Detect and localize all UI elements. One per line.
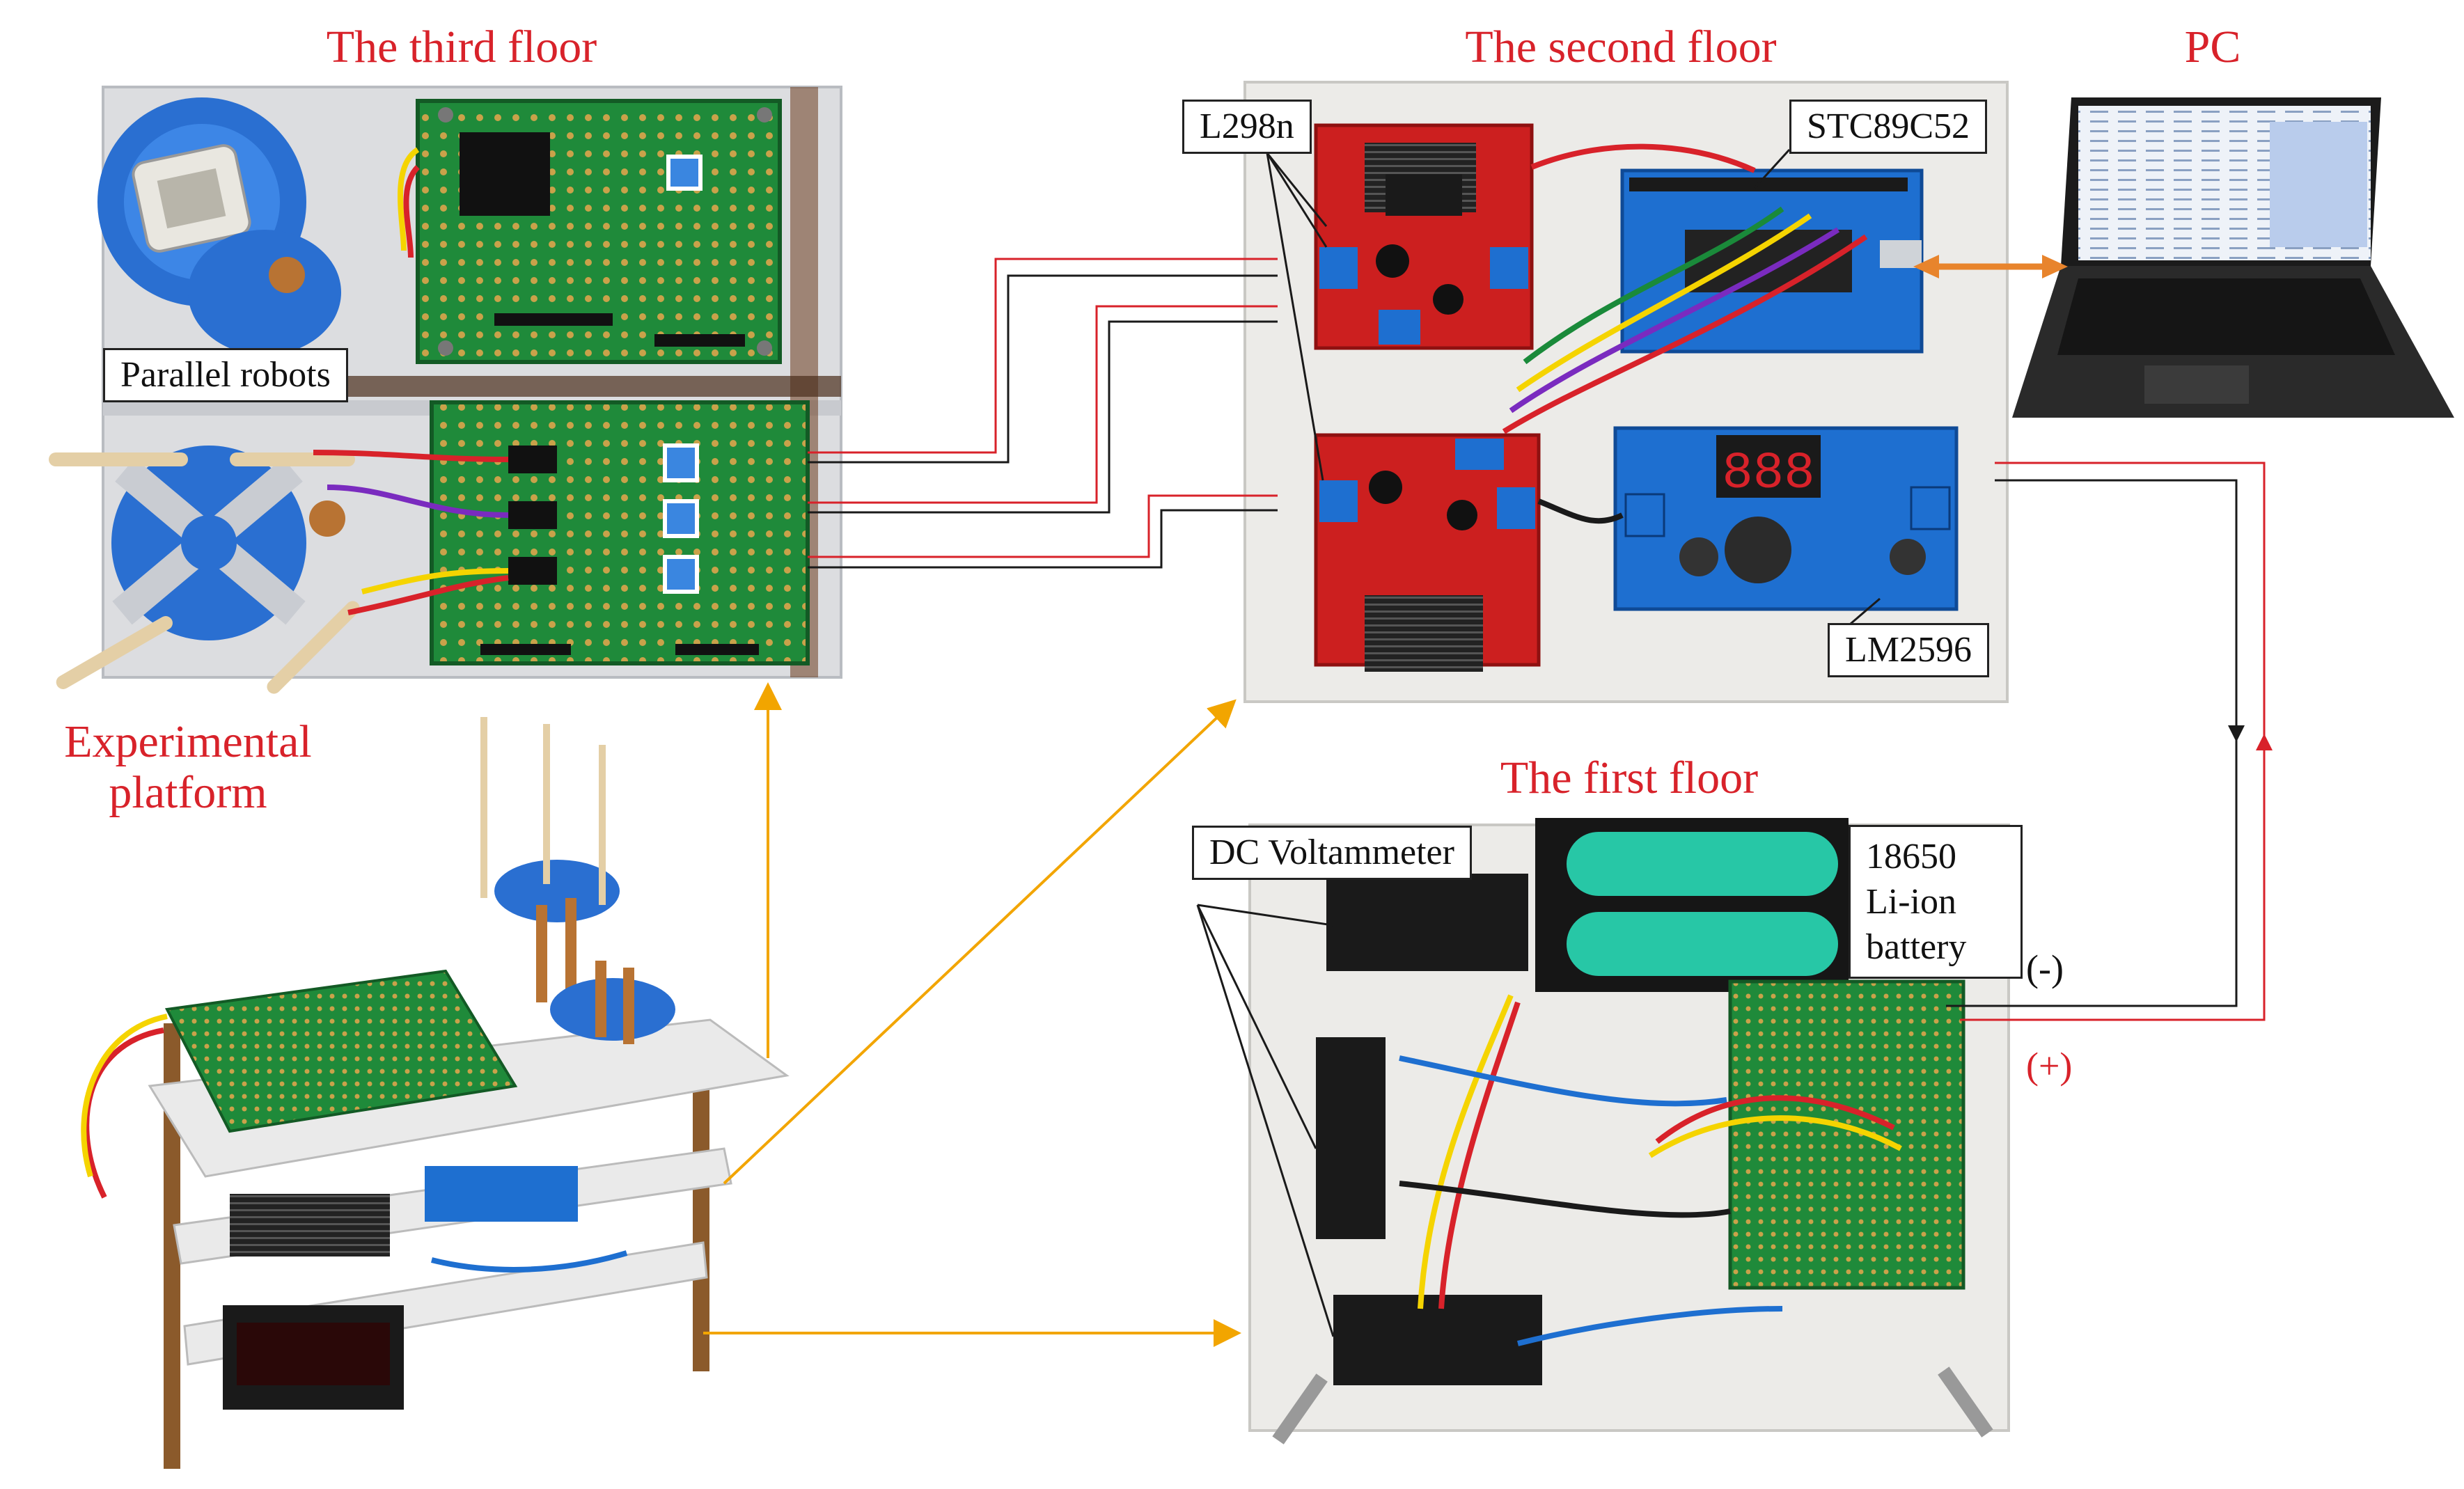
lm2596-board: 888 <box>1613 426 1959 611</box>
upper-parallel-robot <box>97 97 341 355</box>
second-floor-photo: 888 <box>1243 81 2009 703</box>
lm2596-led-display: 888 <box>1722 445 1814 503</box>
experimental-platform-photo <box>81 717 790 1469</box>
power-wires <box>1946 462 2273 1021</box>
pc-laptop <box>2012 97 2454 418</box>
voltammeter-top <box>1326 874 1528 971</box>
voltammeter-left <box>1316 1037 1386 1239</box>
title-second-floor: The second floor <box>1465 22 1777 72</box>
l298n-upper-board <box>1314 123 1534 350</box>
pc-link-arrow <box>1913 255 2068 278</box>
first-floor-photo <box>1248 818 2010 1444</box>
label-l298n: L298n <box>1182 100 1312 154</box>
third-floor-photo <box>49 86 842 694</box>
signal-wires <box>808 258 1278 569</box>
label-stc89c52: STC89C52 <box>1789 100 1988 154</box>
battery-holder <box>1535 818 1849 992</box>
callout-lines <box>1196 148 1881 1337</box>
title-third-floor: The third floor <box>326 22 597 72</box>
platform-arrows <box>703 682 1241 1347</box>
title-experimental-platform: Experimental platform <box>64 716 312 818</box>
label-negative: (-) <box>2026 947 2064 989</box>
first-floor-perfboard <box>1728 979 1965 1290</box>
voltammeter-bottom <box>1333 1295 1542 1385</box>
upper-perfboard <box>398 99 782 364</box>
label-lm2596: LM2596 <box>1828 623 1989 677</box>
title-pc: PC <box>2184 22 2241 72</box>
label-positive: (+) <box>2026 1045 2073 1087</box>
l298n-lower-board <box>1314 433 1541 672</box>
label-battery: 18650 Li-ion battery <box>1849 825 2023 979</box>
title-first-floor: The first floor <box>1500 753 1759 803</box>
label-dc-voltammeter: DC Voltammeter <box>1192 826 1472 880</box>
label-parallel-robots: Parallel robots <box>103 348 348 402</box>
lower-perfboard <box>313 400 810 665</box>
lower-parallel-robot <box>49 446 360 694</box>
